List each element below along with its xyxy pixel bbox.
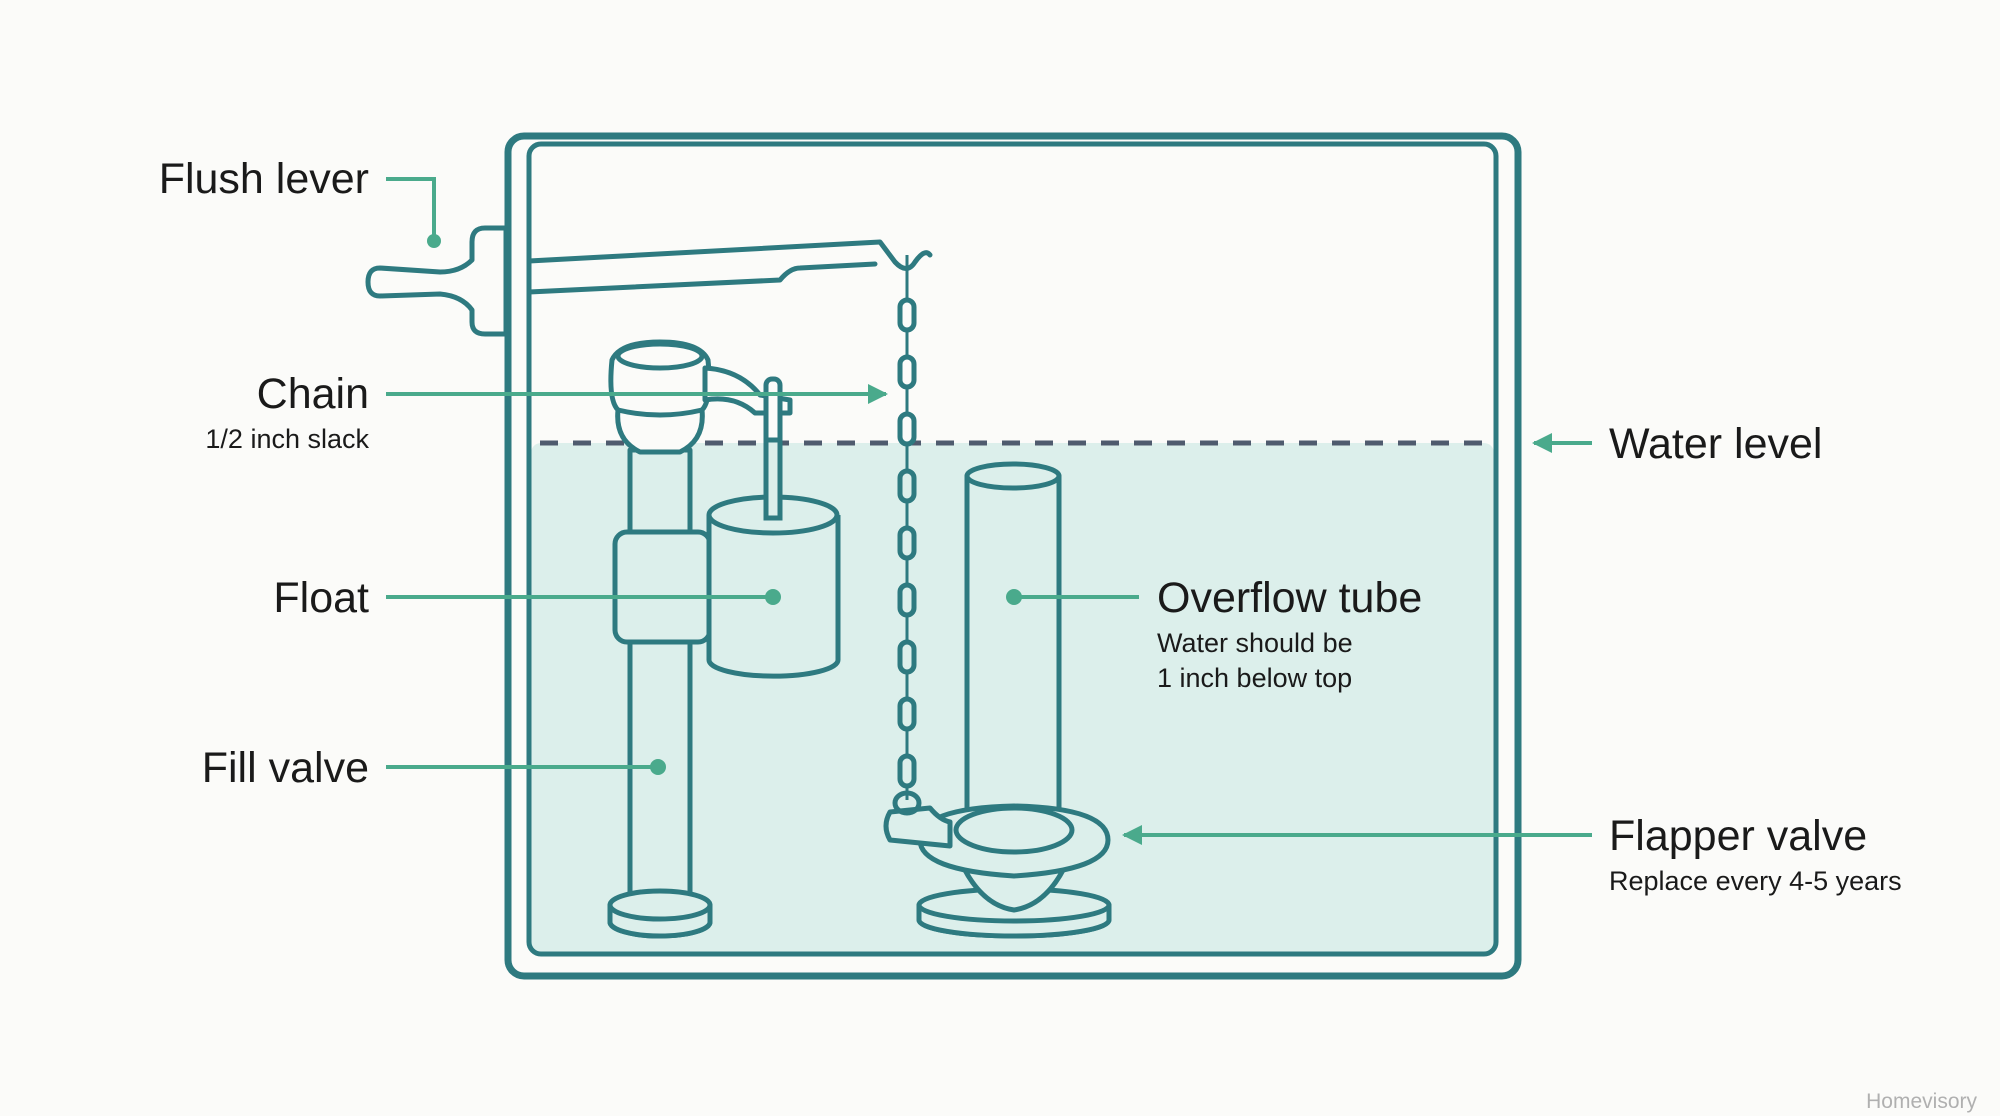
fill-valve-dot: [650, 759, 666, 775]
label-chain: Chain: [257, 370, 369, 418]
label-water-level: Water level: [1609, 420, 1822, 468]
chain-link: [897, 297, 917, 333]
chain-link: [897, 411, 917, 447]
chain: [897, 255, 917, 800]
overflow-dot: [1006, 589, 1022, 605]
chain-link: [897, 354, 917, 390]
chain-link: [897, 468, 917, 504]
label-float: Float: [273, 574, 369, 622]
label-flush-lever: Flush lever: [159, 155, 369, 203]
label-flapper-note: Replace every 4-5 years: [1609, 866, 1902, 896]
label-overflow-tube: Overflow tube: [1157, 574, 1422, 622]
fill-valve: [607, 339, 793, 939]
flush-lever-leader: [386, 177, 436, 240]
watermark: Homevisory: [1866, 1090, 1977, 1113]
chain-link: [897, 696, 917, 732]
label-overflow-note-2: 1 inch below top: [1157, 663, 1352, 693]
overflow-tube: [964, 461, 1062, 819]
label-chain-note: 1/2 inch slack: [205, 424, 369, 454]
chain-link: [897, 582, 917, 618]
float-dot: [765, 589, 781, 605]
label-fill-valve: Fill valve: [202, 744, 369, 792]
chain-link: [897, 639, 917, 675]
chain-link: [897, 525, 917, 561]
label-overflow-note-1: Water should be: [1157, 628, 1353, 658]
flush-lever-dot: [427, 234, 441, 248]
leaders: [386, 177, 1592, 845]
label-flapper-valve: Flapper valve: [1609, 812, 1867, 860]
flush-lever: [365, 225, 933, 337]
chain-link: [897, 753, 917, 789]
flapper-valve: [883, 790, 1112, 939]
